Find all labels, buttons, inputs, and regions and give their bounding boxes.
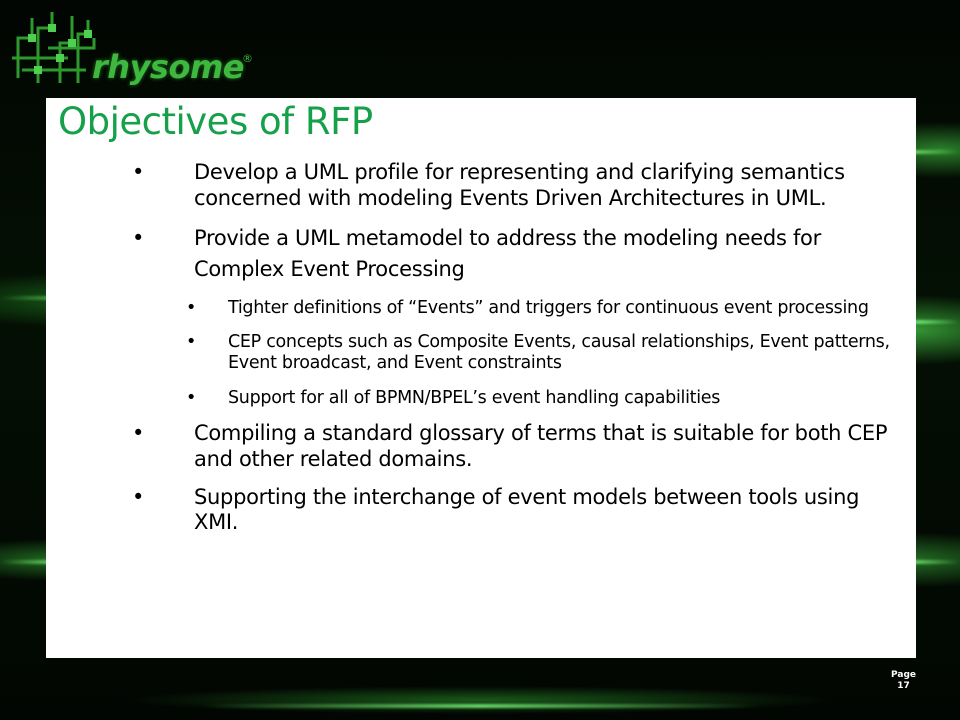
bullet-dot-icon: • — [132, 226, 145, 251]
logo-circuit-icon — [12, 12, 96, 83]
page-number-value: 17 — [897, 680, 910, 691]
bullet-dot-icon: • — [132, 484, 145, 509]
logo: rhysome ® — [8, 8, 258, 94]
bullet-text: Compiling a standard glossary of terms t… — [194, 421, 888, 472]
sub-bullet-item: • Tighter definitions of “Events” and tr… — [46, 296, 916, 321]
sub-bullet-text: Tighter definitions of “Events” and trig… — [228, 298, 869, 319]
bullet-text: Provide a UML metamodel to address the m… — [194, 226, 821, 281]
sub-bullet-item: • CEP concepts such as Composite Events,… — [46, 332, 916, 375]
bullet-dot-icon: • — [186, 331, 197, 352]
bullet-text: Develop a UML profile for representing a… — [194, 160, 845, 210]
page-label: Page — [891, 670, 916, 680]
bullet-text: Supporting the interchange of event mode… — [194, 484, 860, 535]
bullet-list: • Develop a UML profile for representing… — [46, 160, 916, 548]
background-streak — [200, 704, 760, 708]
bullet-item: • Compiling a standard glossary of terms… — [46, 421, 916, 472]
sub-bullet-text: Support for all of BPMN/BPEL’s event han… — [228, 387, 721, 408]
slide-title: Objectives of RFP — [58, 100, 373, 143]
bullet-dot-icon: • — [132, 160, 145, 184]
registered-mark: ® — [242, 52, 253, 65]
bullet-item: • Develop a UML profile for representing… — [46, 160, 916, 211]
bullet-dot-icon: • — [132, 421, 145, 446]
slide-content-panel: Objectives of RFP • Develop a UML profil… — [46, 98, 916, 658]
bullet-item: • Supporting the interchange of event mo… — [46, 485, 916, 536]
bullet-item: • Provide a UML metamodel to address the… — [46, 223, 916, 284]
background-streak — [880, 320, 960, 324]
bullet-dot-icon: • — [186, 387, 197, 408]
sub-bullet-item: • Support for all of BPMN/BPEL’s event h… — [46, 386, 916, 411]
bullet-dot-icon: • — [186, 298, 197, 319]
page-number: Page 17 — [891, 670, 916, 692]
sub-bullet-text: CEP concepts such as Composite Events, c… — [228, 331, 890, 374]
logo-wordmark: rhysome — [92, 48, 245, 86]
